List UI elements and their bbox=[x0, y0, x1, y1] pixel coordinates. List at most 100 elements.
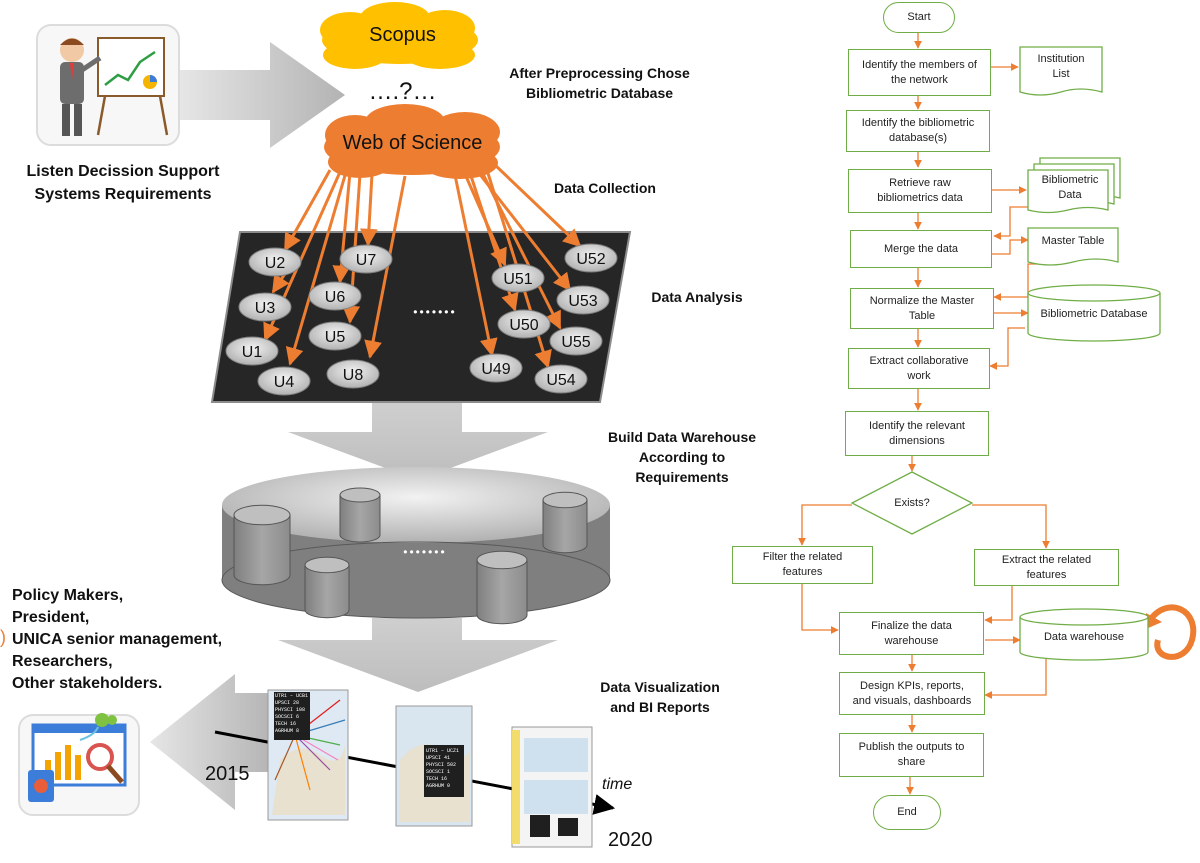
university-node-u51: U51 bbox=[491, 263, 545, 293]
map1-table: UTR1 – UCB1 UPSCI 28 PHYSCI 108 SOCSCI 6… bbox=[275, 693, 309, 734]
stakeholder-item: Researchers, bbox=[12, 653, 113, 670]
flow-decision-label: Exists? bbox=[894, 496, 930, 509]
university-node-u3: U3 bbox=[238, 292, 292, 322]
university-label: U3 bbox=[255, 300, 276, 317]
university-node-u4: U4 bbox=[257, 366, 311, 396]
big-arrow-left bbox=[150, 674, 275, 810]
wos-cloud-icon bbox=[324, 104, 500, 179]
small-cylinder-icon bbox=[304, 556, 350, 619]
university-label: U54 bbox=[546, 372, 575, 389]
stakeholder-mark: ) bbox=[0, 627, 6, 647]
timeline-end-year: 2020 bbox=[608, 829, 653, 851]
big-arrow-right bbox=[180, 42, 345, 148]
presenter-icon bbox=[36, 24, 180, 146]
university-node-u50: U50 bbox=[497, 309, 551, 339]
university-node-u2: U2 bbox=[248, 247, 302, 277]
database-choice-question: ….?… bbox=[368, 78, 437, 105]
university-label: U7 bbox=[356, 252, 377, 269]
flow-data-warehouse: Data warehouse bbox=[1043, 630, 1125, 643]
university-label: U51 bbox=[503, 271, 532, 288]
analysis-ellipsis: ••••••• bbox=[413, 305, 457, 319]
map2-table: UTR1 – UCZ1 UPSCI 41 PHYSCI 502 SOCSCI 1… bbox=[426, 748, 460, 789]
university-label: U49 bbox=[481, 361, 510, 378]
stakeholder-item: UNICA senior management, bbox=[12, 631, 223, 648]
stakeholder-item: Other stakeholders. bbox=[12, 675, 163, 692]
university-label: U1 bbox=[242, 344, 263, 361]
dashboard-icon bbox=[18, 713, 140, 816]
institution-list-shape bbox=[1019, 46, 1103, 96]
report-map-3 bbox=[511, 726, 593, 848]
scopus-label: Scopus bbox=[369, 24, 436, 46]
big-arrow-down-1 bbox=[288, 402, 548, 480]
flow-bibliometric-database: Bibliometric Database bbox=[1040, 307, 1148, 320]
wos-label: Web of Science bbox=[342, 132, 483, 154]
flow-master-table: Master Table bbox=[1041, 234, 1105, 247]
warehouse-loop-arrow bbox=[1147, 604, 1197, 660]
university-label: U2 bbox=[265, 255, 286, 272]
university-label: U6 bbox=[325, 289, 346, 306]
stakeholder-item: Policy Makers, bbox=[12, 587, 124, 604]
university-node-u53: U53 bbox=[556, 285, 610, 315]
university-label: U53 bbox=[568, 293, 597, 310]
university-node-u54: U54 bbox=[534, 364, 588, 394]
university-node-u52: U52 bbox=[564, 243, 618, 273]
university-node-u7: U7 bbox=[339, 244, 393, 274]
stakeholder-item: President, bbox=[12, 609, 90, 626]
bibliometric-data-shape bbox=[1027, 157, 1121, 214]
flow-merge-data: Merge the data bbox=[850, 230, 992, 268]
small-cylinder-icon bbox=[476, 550, 528, 625]
stakeholders-list: Policy Makers, President, UNICA senior m… bbox=[12, 585, 222, 695]
flow-end: End bbox=[873, 795, 941, 830]
report-map-2 bbox=[395, 705, 473, 827]
report-map-1 bbox=[267, 689, 349, 821]
flow-start: Start bbox=[883, 2, 955, 33]
data-analysis-label: Data Analysis bbox=[651, 289, 743, 305]
flow-design-kpis: Design KPIs, reports,and visuals, dashbo… bbox=[839, 672, 985, 715]
university-label: U5 bbox=[325, 329, 346, 346]
master-table-shape bbox=[1027, 227, 1119, 266]
decision-diamond bbox=[850, 471, 974, 535]
university-node-u8: U8 bbox=[326, 359, 380, 389]
university-node-u1: U1 bbox=[225, 336, 279, 366]
small-cylinder-icon bbox=[233, 504, 291, 586]
timeline-axis-label: time bbox=[602, 776, 633, 793]
data-warehouse-db-shape bbox=[1019, 608, 1149, 661]
university-label: U4 bbox=[274, 374, 295, 391]
university-label: U8 bbox=[343, 367, 364, 384]
timeline-start-year: 2015 bbox=[205, 763, 250, 785]
warehouse-ellipsis: ••••••• bbox=[403, 545, 447, 559]
university-node-u55: U55 bbox=[549, 326, 603, 356]
big-arrow-down-2 bbox=[278, 618, 558, 692]
university-node-u49: U49 bbox=[469, 353, 523, 383]
university-label: U55 bbox=[561, 334, 590, 351]
university-node-u5: U5 bbox=[308, 321, 362, 351]
bibliometric-database-shape bbox=[1027, 284, 1161, 342]
small-cylinders bbox=[233, 487, 588, 625]
small-cylinder-icon bbox=[339, 487, 381, 543]
small-cylinder-icon bbox=[542, 491, 588, 554]
university-label: U50 bbox=[509, 317, 538, 334]
scopus-cloud-icon bbox=[320, 2, 478, 69]
data-collection-label: Data Collection bbox=[554, 180, 656, 196]
university-node-u6: U6 bbox=[308, 281, 362, 311]
university-label: U52 bbox=[576, 251, 605, 268]
